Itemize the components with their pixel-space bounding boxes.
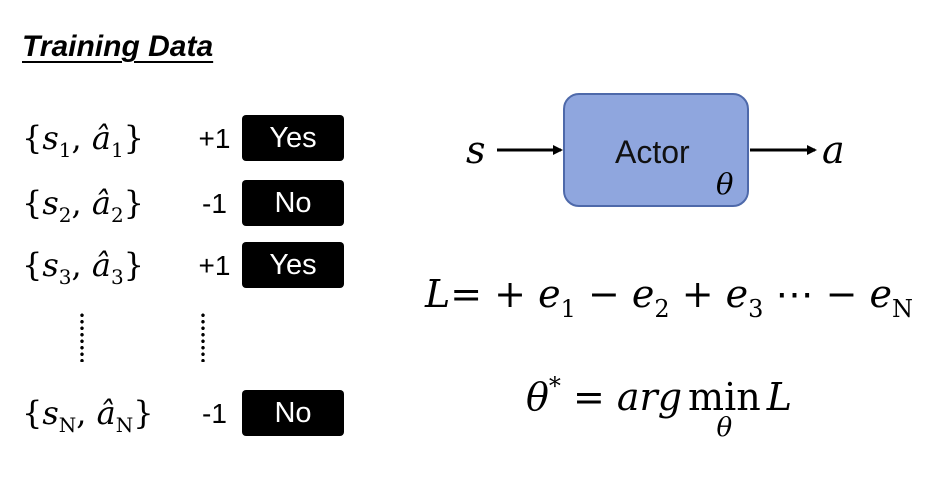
training-data-title: Training Data	[22, 30, 214, 63]
label-badge-n: No	[242, 390, 344, 436]
state-action-pair-2: {s2, â2}	[22, 184, 145, 227]
output-action-label: a	[822, 128, 845, 172]
score-n: -1	[202, 398, 227, 429]
label-badge-1: Yes	[242, 115, 344, 161]
loss-formula: L= + e1 − e2 + e3 ⋯ − eN	[425, 272, 913, 323]
score-1: +1	[198, 123, 231, 154]
score-3: +1	[198, 250, 231, 281]
label-badge-2: No	[242, 180, 344, 226]
vertical-ellipsis-pairs	[80, 312, 84, 362]
state-action-pair-3: {s3, â3}	[22, 246, 145, 289]
input-state-label: s	[466, 128, 486, 172]
vertical-ellipsis-scores	[201, 312, 205, 362]
actor-block	[563, 93, 749, 207]
label-badge-3: Yes	[242, 242, 344, 288]
actor-parameter-theta: θ	[716, 167, 734, 201]
state-action-pair-1: {s1, â1}	[22, 119, 145, 162]
actor-label: Actor	[615, 134, 690, 170]
state-action-pair-n: {sN, âN}	[22, 394, 154, 437]
score-2: -1	[202, 188, 227, 219]
